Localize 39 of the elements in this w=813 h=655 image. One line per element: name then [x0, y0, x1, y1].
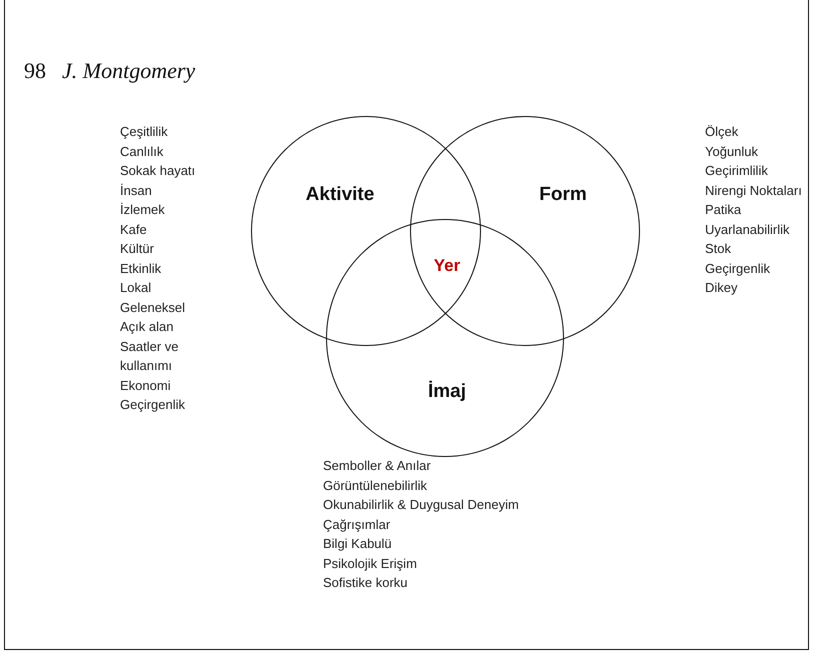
circle-label: Form	[539, 184, 587, 206]
list-item: Stok	[705, 240, 732, 258]
list-item: Ölçek	[705, 123, 740, 141]
list-item: Dikey	[705, 279, 739, 297]
list-item: Saatler ve kullanımı	[120, 338, 180, 375]
list-item: Görüntülenebilirlik	[323, 476, 428, 494]
list-item: Geçirgenlik	[705, 260, 772, 278]
list-item: Bilgi Kabulü	[323, 535, 393, 553]
circle-label: İmaj	[428, 381, 466, 403]
list-item: Etkinlik	[120, 260, 162, 278]
list-item: Geçirimlilik	[705, 162, 769, 180]
list-item: Psikolojik Erişim	[323, 554, 418, 573]
list-item: Canlılık	[120, 142, 164, 160]
list-item: Nirengi Noktaları	[705, 182, 803, 200]
list-item: Ekonomi	[120, 376, 172, 394]
list-item: Uyarlanabilirlik	[705, 220, 791, 239]
list-item: İzlemek	[120, 201, 166, 219]
page-number: 98	[24, 58, 46, 84]
list-item: Patika	[705, 201, 742, 219]
list-item: Kafe	[120, 220, 148, 238]
author-heading: J. Montgomery	[62, 58, 196, 84]
list-item: Çeşitlilik	[120, 123, 169, 141]
list-item: Açık alan	[120, 318, 174, 336]
list-item: Çağrışımlar	[323, 516, 392, 534]
list-item: İnsan	[120, 182, 153, 200]
list-item: Okunabilirlik & Duygusal Deneyim	[323, 496, 520, 514]
venn-circle	[410, 116, 640, 346]
venn-circle	[326, 219, 564, 457]
list-item: Sofistike korku	[323, 574, 409, 592]
intersection-label: Yer	[434, 256, 460, 276]
list-item: Geçirgenlik	[120, 396, 186, 414]
list-item: Yoğunluk	[705, 142, 760, 161]
list-item: Kültür	[120, 240, 155, 258]
venn-circle	[251, 116, 481, 346]
list-item: Semboller & Anılar	[323, 457, 432, 475]
list-item: Sokak hayatı	[120, 162, 196, 180]
list-item: Geleneksel	[120, 298, 186, 316]
circle-label: Aktivite	[306, 184, 374, 206]
list-item: Lokal	[120, 279, 152, 297]
